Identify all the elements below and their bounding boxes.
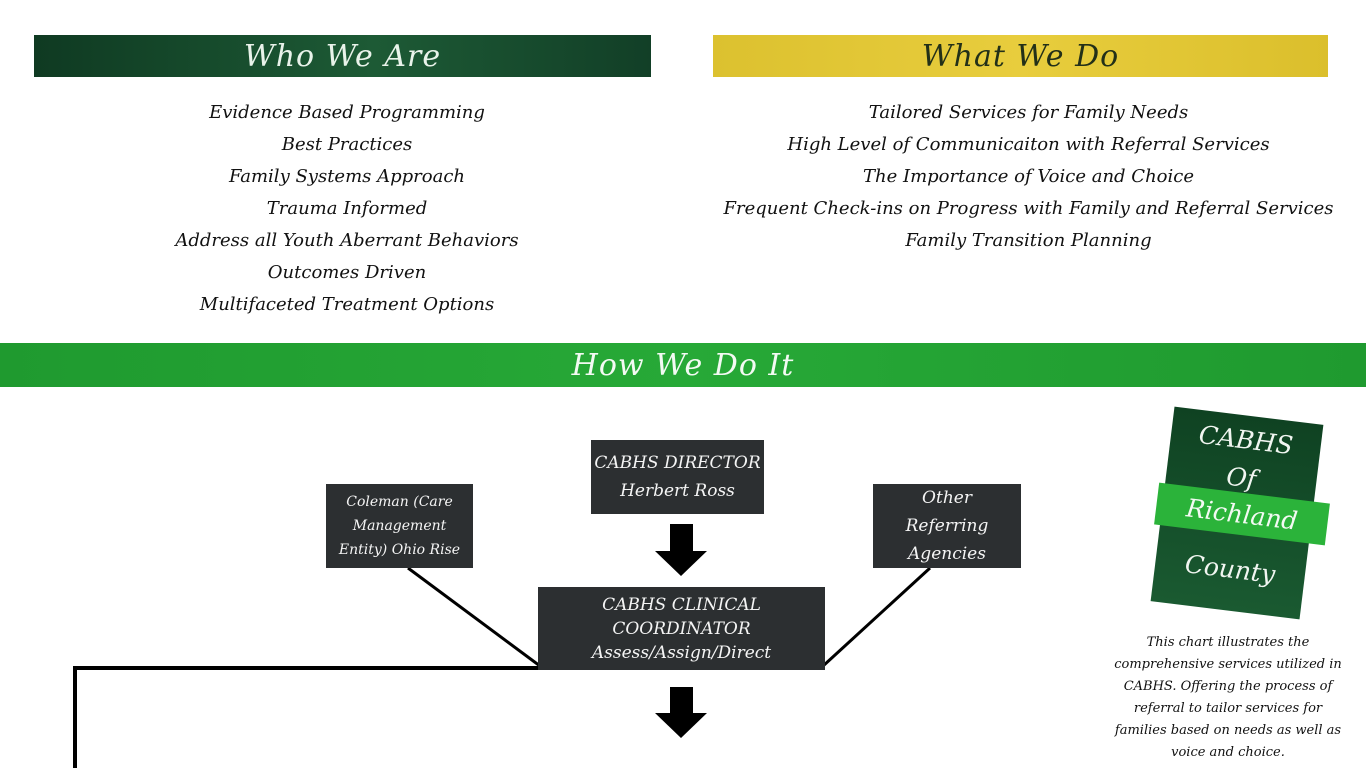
- what-we-do-title: What We Do: [921, 38, 1120, 74]
- list-item: Address all Youth Aberrant Behaviors: [175, 230, 519, 251]
- list-item: Frequent Check-ins on Progress with Fami…: [723, 198, 1334, 219]
- chart-caption: This chart illustrates the comprehensive…: [1114, 635, 1342, 760]
- list-item: High Level of Communicaiton with Referra…: [787, 134, 1270, 155]
- list-item: Family Systems Approach: [228, 166, 465, 187]
- other-referring-agencies-box: Other Referring Agencies: [873, 484, 1021, 568]
- list-item: Multifaceted Treatment Options: [199, 294, 495, 315]
- list-item: Outcomes Driven: [267, 262, 427, 283]
- how-we-do-it-banner: How We Do It: [0, 343, 1366, 387]
- coleman-label: Coleman (Care Management Entity) Ohio Ri…: [338, 494, 461, 558]
- list-item: Best Practices: [281, 134, 413, 155]
- list-item: Family Transition Planning: [905, 230, 1152, 251]
- director-box: CABHS DIRECTOR Herbert Ross: [591, 440, 764, 514]
- coleman-box: Coleman (Care Management Entity) Ohio Ri…: [326, 484, 473, 568]
- coordinator-subtitle: Assess/Assign/Direct: [591, 642, 772, 663]
- how-we-do-it-title: How We Do It: [571, 347, 795, 383]
- who-we-are-title: Who We Are: [243, 38, 442, 74]
- down-arrow-icon: [655, 524, 707, 576]
- coleman-connector: [407, 566, 541, 668]
- logo-line-richland: Richland: [1184, 492, 1300, 536]
- other-referring-label: Other Referring Agencies: [905, 488, 989, 564]
- what-we-do-banner: What We Do: [713, 35, 1328, 77]
- clinical-coordinator-box: CABHS CLINICAL COORDINATOR Assess/Assign…: [538, 587, 825, 670]
- coordinator-title: CABHS CLINICAL COORDINATOR: [602, 594, 761, 639]
- who-we-are-list: Evidence Based Programming Best Practice…: [34, 97, 660, 321]
- list-item: Trauma Informed: [266, 198, 428, 219]
- list-item: The Importance of Voice and Choice: [862, 166, 1194, 187]
- who-we-are-banner: Who We Are: [34, 35, 651, 77]
- director-title: CABHS DIRECTOR: [594, 453, 761, 473]
- what-we-do-list: Tailored Services for Family Needs High …: [713, 97, 1344, 257]
- list-item: Tailored Services for Family Needs: [868, 102, 1189, 123]
- left-branch-connector: [73, 666, 538, 768]
- director-name: Herbert Ross: [620, 481, 735, 501]
- down-arrow-icon: [655, 687, 707, 738]
- other-connector: [821, 566, 932, 668]
- logo-line-county: County: [1183, 549, 1277, 589]
- list-item: Evidence Based Programming: [209, 102, 485, 123]
